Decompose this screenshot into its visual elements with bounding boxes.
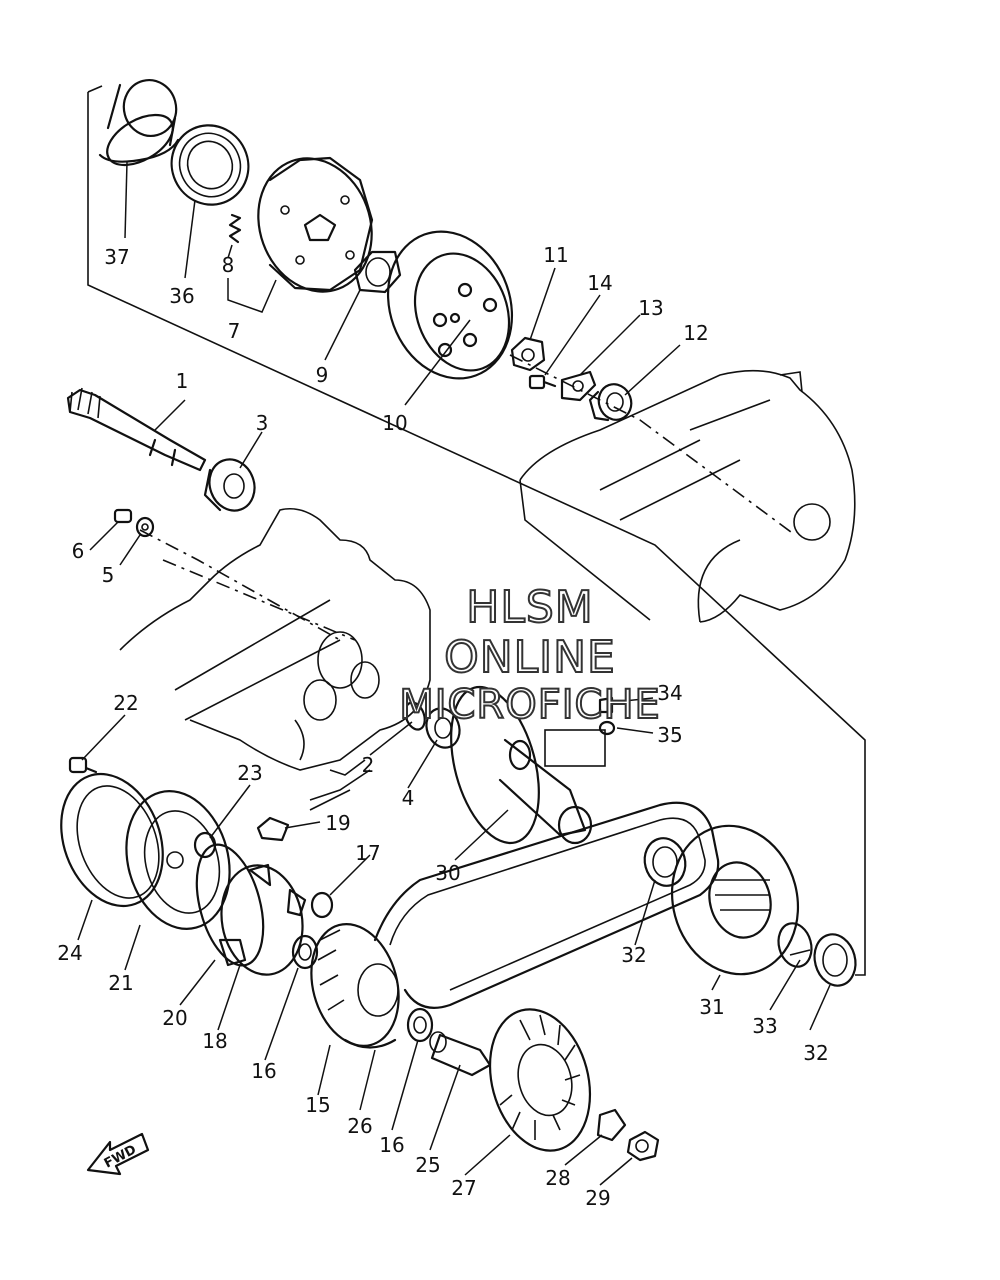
part-36-clutch-spring bbox=[170, 124, 250, 206]
callout-13: 13 bbox=[638, 296, 663, 320]
callout-2: 2 bbox=[362, 753, 375, 777]
part-32-oil-seal-upper bbox=[643, 837, 687, 887]
callout-24: 24 bbox=[57, 941, 82, 965]
v-belt bbox=[373, 801, 720, 1009]
part-15-movable-sheave bbox=[310, 923, 400, 1047]
crankcase-cover bbox=[519, 369, 856, 623]
part-13-bracket bbox=[560, 370, 597, 402]
callout-20: 20 bbox=[162, 1006, 187, 1030]
callout-3: 3 bbox=[256, 411, 269, 435]
callout-14: 14 bbox=[587, 271, 612, 295]
part-20-ramp-plate bbox=[195, 843, 265, 967]
part-29-nut bbox=[626, 1130, 660, 1162]
callout-30: 30 bbox=[435, 861, 460, 885]
callout-7: 7 bbox=[228, 319, 241, 343]
callout-11: 11 bbox=[543, 243, 568, 267]
leader-lines bbox=[77, 161, 831, 1186]
callout-17: 17 bbox=[355, 841, 380, 865]
part-31-primary-sheave bbox=[670, 824, 800, 976]
part-19-clip bbox=[256, 816, 290, 842]
callout-26: 26 bbox=[347, 1114, 372, 1138]
part-37-sleeve bbox=[98, 79, 180, 167]
callout-18: 18 bbox=[202, 1029, 227, 1053]
callout-16b: 16 bbox=[379, 1133, 404, 1157]
callout-labels: 1234567891011121314151616171819202122232… bbox=[57, 243, 828, 1210]
part-1-primary-shaft bbox=[66, 387, 207, 472]
callout-32a: 32 bbox=[621, 943, 646, 967]
callout-25: 25 bbox=[415, 1153, 440, 1177]
part-34-35-washer bbox=[598, 696, 616, 736]
callout-8: 8 bbox=[222, 253, 235, 277]
callout-10: 10 bbox=[382, 411, 407, 435]
assembly-outline bbox=[87, 85, 866, 976]
callout-37: 37 bbox=[104, 245, 129, 269]
callout-1: 1 bbox=[176, 369, 189, 393]
callout-5: 5 bbox=[102, 563, 115, 587]
part-18-slider bbox=[218, 863, 307, 976]
part-5-washer bbox=[135, 516, 155, 538]
callout-16a: 16 bbox=[251, 1059, 276, 1083]
callout-29: 29 bbox=[585, 1186, 610, 1210]
callout-27: 27 bbox=[451, 1176, 476, 1200]
part-30-secondary-sheave bbox=[450, 685, 606, 845]
part-32-oil-seal-lower bbox=[813, 933, 857, 987]
part-11-nut bbox=[510, 336, 546, 372]
part-22-bolt bbox=[68, 756, 98, 774]
part-16-oil-seal-left bbox=[291, 934, 319, 970]
callout-35: 35 bbox=[657, 723, 682, 747]
part-14-bolt bbox=[528, 374, 557, 390]
part-16-oil-seal-right bbox=[406, 1007, 434, 1043]
callout-34: 34 bbox=[657, 681, 682, 705]
callout-36: 36 bbox=[169, 284, 194, 308]
part-26-weight-holder bbox=[343, 1038, 397, 1049]
part-33-o-rings bbox=[777, 922, 813, 968]
part-3-bearing bbox=[203, 458, 256, 512]
part-25-collar bbox=[429, 1031, 492, 1077]
part-27-fixed-sheave-fan bbox=[488, 1008, 592, 1152]
part-21-cam-plate bbox=[125, 790, 231, 930]
part-7-clutch-carrier bbox=[257, 156, 374, 293]
part-6-bolt bbox=[113, 508, 133, 524]
part-17-roller-weight bbox=[310, 891, 334, 919]
callout-9: 9 bbox=[316, 363, 329, 387]
callout-28: 28 bbox=[545, 1166, 570, 1190]
part-12-bearing bbox=[588, 383, 633, 422]
callout-15: 15 bbox=[305, 1093, 330, 1117]
callout-21: 21 bbox=[108, 971, 133, 995]
callout-32b: 32 bbox=[803, 1041, 828, 1065]
crankcase-center bbox=[119, 507, 431, 811]
callout-33: 33 bbox=[752, 1014, 777, 1038]
centre-lines bbox=[139, 354, 796, 641]
callout-23: 23 bbox=[237, 761, 262, 785]
callout-19: 19 bbox=[325, 811, 350, 835]
part-28-washer bbox=[596, 1108, 627, 1142]
part-2-circlip bbox=[404, 701, 426, 731]
callout-22: 22 bbox=[113, 691, 138, 715]
fwd-arrow-icon: FWD bbox=[86, 1132, 150, 1176]
part-4-oil-seal bbox=[425, 707, 461, 749]
callout-12: 12 bbox=[683, 321, 708, 345]
part-24-cover bbox=[60, 772, 164, 908]
callout-4: 4 bbox=[402, 786, 415, 810]
part-8-spring bbox=[228, 213, 242, 244]
callout-31: 31 bbox=[699, 995, 724, 1019]
part-10-clutch-housing bbox=[386, 230, 514, 380]
callout-6: 6 bbox=[72, 539, 85, 563]
